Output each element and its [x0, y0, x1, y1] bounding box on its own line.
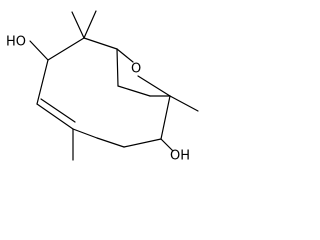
bond-c-alkene1 [36, 59, 49, 105]
bond-alkene [36, 103, 74, 130]
bond-bridgehead2-choh [160, 95, 171, 140]
bond-gem-bridgehead [83, 37, 118, 50]
bond-alkene-second-line [40, 98, 76, 123]
bond-choh-ch2c [123, 138, 162, 148]
bond-ch2d-calkene2 [72, 128, 98, 139]
hydroxyl-label-left: HO [6, 35, 26, 50]
molecule-svg: HO O OH [6, 10, 199, 164]
molecule-structure-diagram: HO O OH [0, 0, 210, 173]
bond-ho-c [29, 40, 49, 61]
bond-choh-oh [160, 138, 174, 152]
bond-o-bridgehead2 [137, 75, 171, 97]
ring-oxygen-label: O [131, 62, 141, 77]
bond-bridgehead-ch2a [116, 48, 119, 87]
bond-ch2a-ch2b [117, 85, 151, 97]
hydroxyl-label-bottom: OH [170, 149, 190, 164]
bond-gem-methyl-1 [71, 11, 85, 39]
bond-gem-methyl-2 [83, 10, 97, 39]
bond-bridgehead-o [116, 48, 134, 63]
bond-layer [29, 10, 199, 161]
bond-bridgehead2-methyl [169, 95, 199, 112]
bond-c-cgem [47, 37, 85, 61]
bond-ch2c-ch2d [96, 137, 125, 148]
